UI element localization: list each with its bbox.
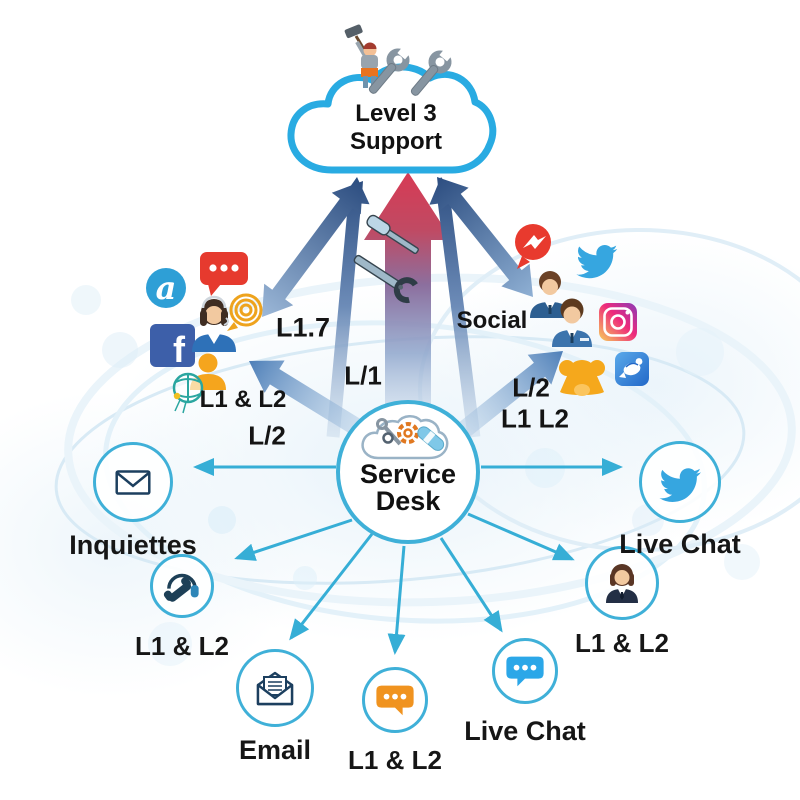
double-arrow-cloud-right-team xyxy=(437,177,533,297)
spoke-to-chat-orange xyxy=(387,545,406,655)
facebook-icon: f xyxy=(150,324,195,370)
flow-label-center: L/1 xyxy=(344,360,382,391)
left-team-cluster: a f xyxy=(146,252,263,414)
right-team-cluster xyxy=(515,224,649,396)
businessman-icon xyxy=(530,271,570,318)
instagram-icon xyxy=(599,303,637,341)
escalation-arrow-left-flank xyxy=(326,177,370,438)
node-twitter-chat: Live Chat xyxy=(600,441,760,560)
spoke-to-chat-blue xyxy=(439,537,503,633)
businesswoman-icon xyxy=(606,564,638,603)
escalation-arrow-center xyxy=(364,172,452,445)
node-twitter-chat-label: Live Chat xyxy=(619,529,741,559)
svg-text:a: a xyxy=(156,269,177,307)
node-live-chat-blue: Live Chat xyxy=(445,638,605,747)
twitter-bird-icon xyxy=(659,468,702,502)
worker-icon xyxy=(344,24,378,88)
level3-cloud xyxy=(287,24,497,174)
spoke-to-phone xyxy=(234,518,353,561)
flow-arrows xyxy=(193,172,623,655)
phone-headset-icon xyxy=(163,573,199,602)
spoke-to-agent xyxy=(467,512,575,561)
businessman-icon xyxy=(552,298,592,347)
service-desk-label-line2: Desk xyxy=(375,486,441,516)
node-agent: L1 & L2 xyxy=(542,546,702,659)
svg-text:f: f xyxy=(173,329,186,370)
node-phone-support: L1 & L2 xyxy=(102,554,262,662)
service-desk-hub: Service Desk xyxy=(336,400,480,544)
node-chat-orange-label: L1 & L2 xyxy=(348,745,442,775)
chat-bubble-orange-icon xyxy=(376,685,414,716)
mascot-icon xyxy=(559,360,605,396)
flow-label-left-team: L1 & L2 xyxy=(199,386,287,413)
chat-bubble-red-icon xyxy=(200,252,248,296)
at-sign-icon: a xyxy=(146,268,186,308)
flow-label-l17: L1.7 xyxy=(275,312,331,343)
escalation-arrow-right-flank xyxy=(429,177,481,438)
target-spiral-icon xyxy=(227,293,263,331)
closed-envelope-icon xyxy=(115,470,151,495)
cloud-label-line2: Support xyxy=(350,128,442,155)
cloud-label-line1: Level 3 xyxy=(355,100,437,127)
level3-cloud-label: Level 3 Support xyxy=(316,100,476,156)
support-agent-icon xyxy=(192,295,236,352)
node-inquiries: Inquiettes xyxy=(53,442,213,561)
messenger-icon xyxy=(515,224,551,269)
bird-app-icon xyxy=(615,352,649,386)
node-live-chat-blue-label: Live Chat xyxy=(464,716,586,746)
service-desk-tools-icon xyxy=(361,415,449,460)
flow-label-social: Social xyxy=(456,307,528,334)
node-email: Email xyxy=(195,649,355,766)
twitter-icon xyxy=(576,244,618,279)
flow-label-left-level: L/2 xyxy=(248,420,286,451)
flow-label-right-level: L/2 xyxy=(512,372,550,403)
chat-bubble-blue-icon xyxy=(506,656,544,687)
tools-on-arrow xyxy=(353,214,419,304)
open-email-icon xyxy=(256,671,294,706)
wrench-icon xyxy=(368,44,455,96)
service-desk-label-line1: Service xyxy=(359,459,457,489)
spoke-to-email xyxy=(289,533,374,641)
flow-label-right-team: L1 L2 xyxy=(501,403,569,434)
node-agent-label: L1 & L2 xyxy=(575,628,669,658)
double-arrow-cloud-left-team xyxy=(262,181,363,317)
node-chat-orange: L1 & L2 xyxy=(315,667,475,776)
dreamcatcher-icon xyxy=(172,372,204,414)
node-phone-label: L1 & L2 xyxy=(135,631,229,661)
node-email-label: Email xyxy=(238,735,312,765)
